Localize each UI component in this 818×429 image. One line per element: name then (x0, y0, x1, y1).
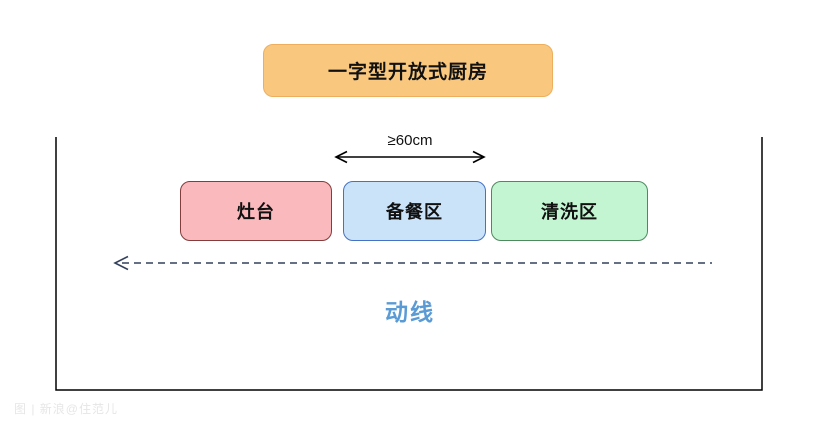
zone-stove-label: 灶台 (237, 202, 275, 222)
diagram-title: 一字型开放式厨房 (327, 62, 488, 83)
zone-wash: 清洗区 (491, 181, 648, 241)
measurement-label: ≥60cm (387, 132, 433, 149)
flow-dashed-arrow (113, 255, 712, 271)
diagram-title-box: 一字型开放式厨房 (263, 44, 553, 97)
zone-prep-label: 备餐区 (386, 202, 443, 222)
measurement-arrow (334, 150, 486, 164)
watermark: 图 | 新浪@住范儿 (14, 402, 118, 416)
zone-prep: 备餐区 (343, 181, 486, 241)
flow-label: 动线 (385, 299, 435, 325)
zone-stove: 灶台 (180, 181, 332, 241)
zone-wash-label: 清洗区 (541, 202, 598, 222)
room-outline (55, 137, 763, 391)
